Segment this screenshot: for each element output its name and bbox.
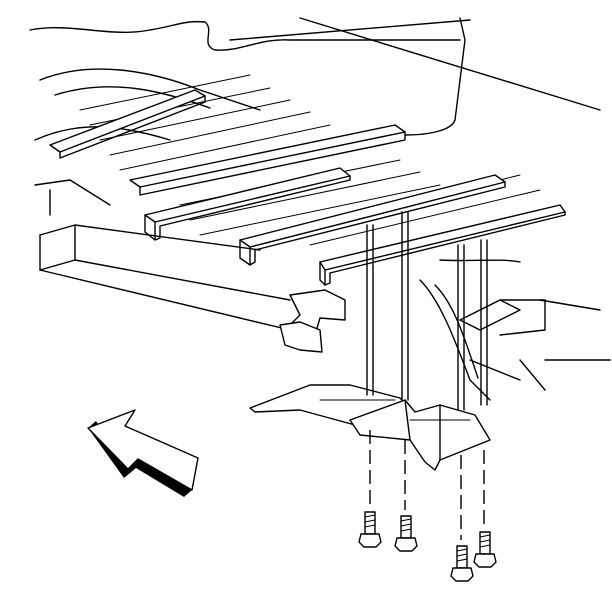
bolt-1 <box>358 511 382 548</box>
bolt-4 <box>450 545 474 582</box>
bolt-3 <box>473 531 497 568</box>
transmission-mount-bracket <box>279 289 346 353</box>
crossmember-5 <box>319 204 566 286</box>
bolt-alignment-lines <box>366 211 488 540</box>
crossmember-3 <box>144 167 351 241</box>
crossmember-2 <box>129 124 406 196</box>
crossmember-4 <box>239 174 506 266</box>
skid-plate <box>249 384 491 471</box>
exhaust-hanger <box>419 279 521 401</box>
bolt-2 <box>394 515 418 552</box>
crossmember-1 <box>49 89 206 159</box>
front-of-vehicle-arrow <box>87 409 199 497</box>
